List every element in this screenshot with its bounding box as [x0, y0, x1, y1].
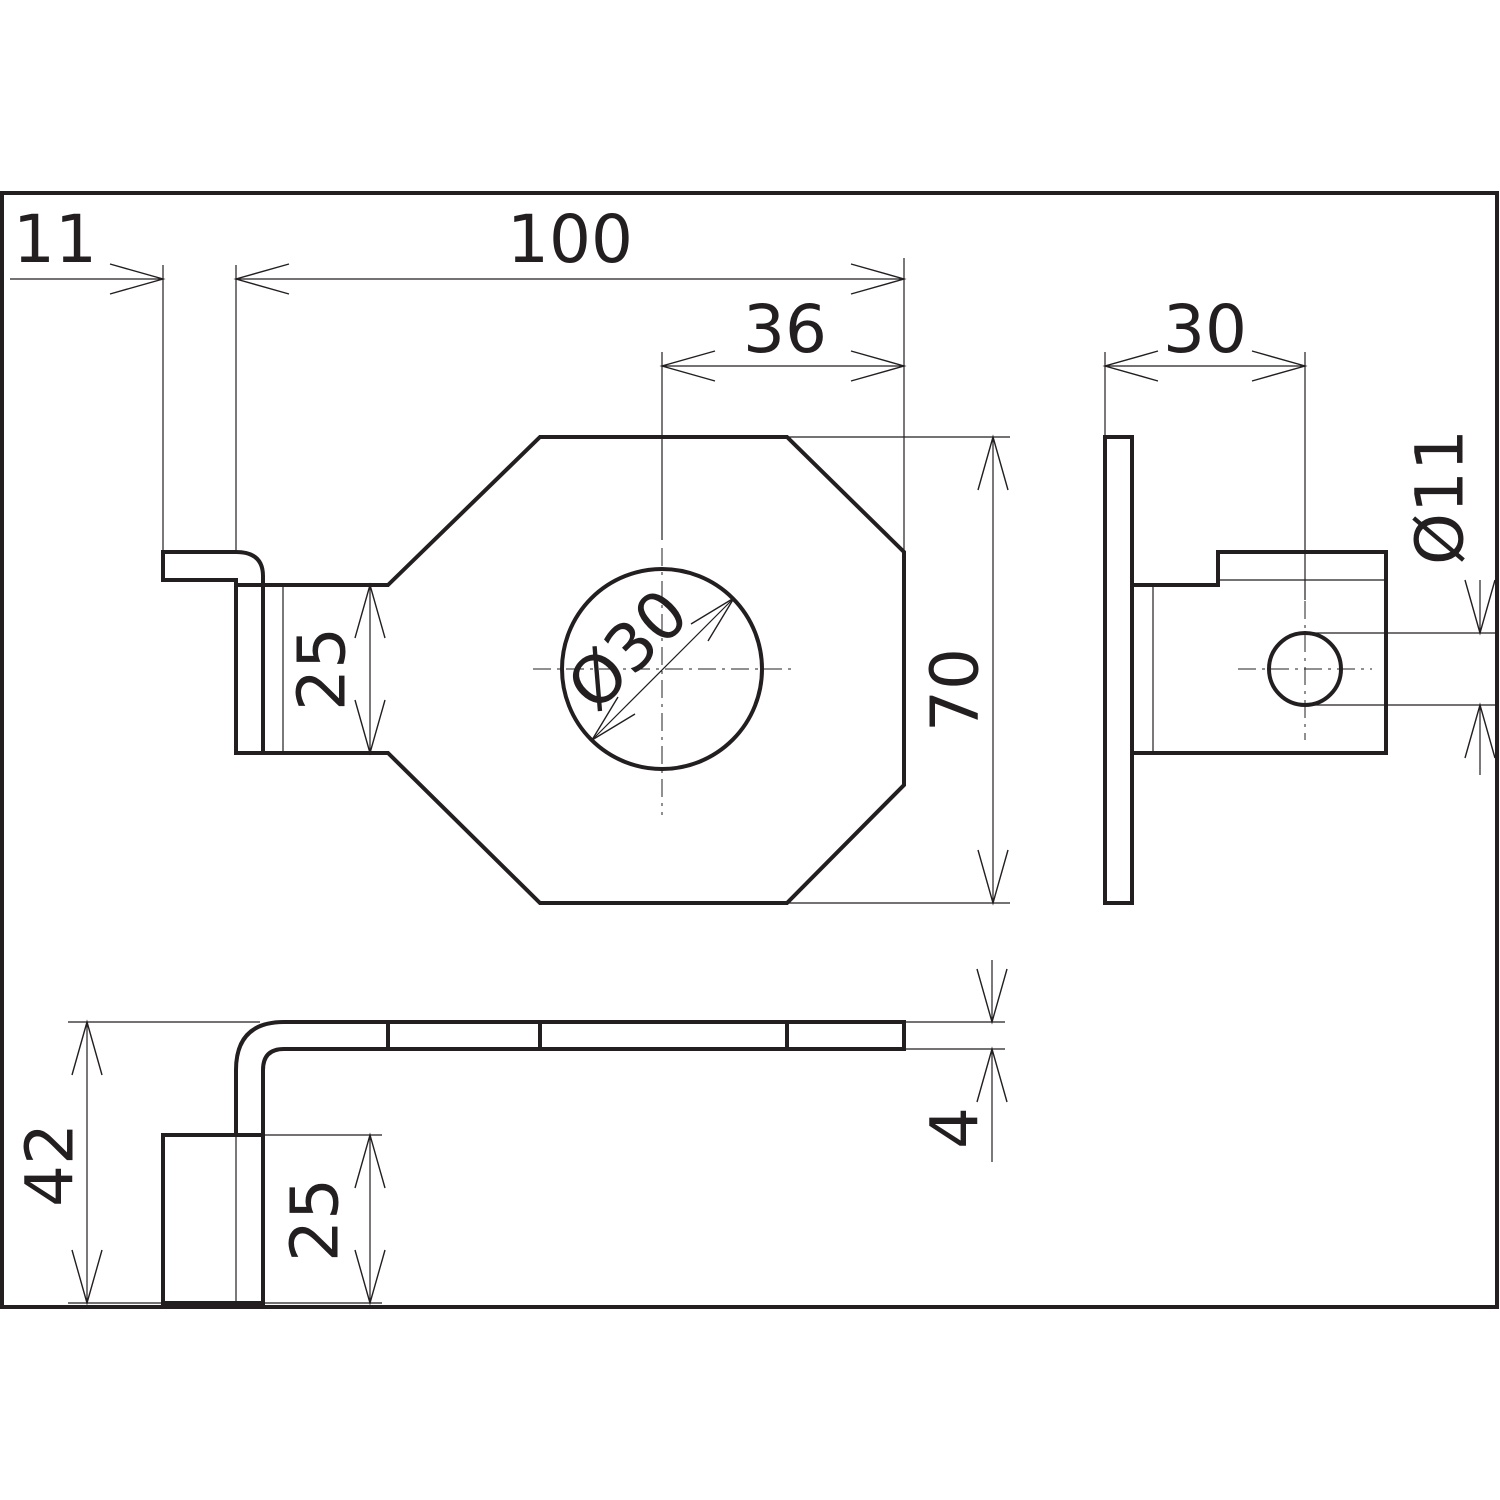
dim-42-arrow-top	[71, 1019, 103, 1076]
dim-36-arrow-left	[659, 350, 716, 382]
bottom-arm-outline	[161, 1133, 265, 1305]
dim-11-arrow-top	[1464, 579, 1496, 636]
dim-11-arrow-bottom	[1464, 702, 1496, 759]
dim-70-arrow-bottom	[977, 849, 1009, 906]
main-hole-diameter-arrow-1	[591, 696, 636, 741]
dim-label-4: 4	[917, 1107, 994, 1149]
dim-label-11: 11	[13, 201, 97, 278]
bottom-plate-outline	[234, 1020, 906, 1135]
dim-70-arrow-top	[977, 434, 1009, 491]
dim-100-arrow-right	[850, 263, 907, 295]
dim-label-25-bottom: 25	[277, 1178, 354, 1262]
dim-label-36: 36	[743, 291, 827, 368]
dim-42-arrow-bottom	[71, 1249, 103, 1306]
main-hole-diameter-line	[591, 597, 735, 741]
dim-label-70: 70	[917, 648, 994, 732]
dim-4-arrow-bottom	[976, 1046, 1008, 1103]
bent-tab-outline	[161, 550, 265, 585]
dim-label-42: 42	[12, 1123, 89, 1207]
dim-label-100: 100	[507, 201, 633, 278]
dim-25-front-arrow-bottom	[354, 699, 386, 756]
top-view: 42 25 4	[12, 960, 1008, 1306]
side-flange-outline	[1103, 435, 1388, 905]
dim-30-arrow-left	[1102, 350, 1159, 382]
dim-label-25-front: 25	[284, 627, 361, 711]
dim-4-arrow-top	[976, 968, 1008, 1025]
dim-100-arrow-left	[233, 263, 290, 295]
dim-11-arrow	[109, 263, 166, 295]
dim-label-30: 30	[1163, 291, 1247, 368]
drawing-frame	[0, 191, 1499, 1309]
main-hole	[560, 567, 764, 771]
dim-25-bottom-arrow-top	[354, 1132, 386, 1189]
side-view: 30 Ø11	[1102, 291, 1497, 905]
dim-36-arrow-right	[850, 350, 907, 382]
main-hole-diameter-label: Ø30	[553, 575, 704, 726]
dim-30-arrow-right	[1251, 350, 1308, 382]
dim-25-front-arrow-top	[354, 582, 386, 639]
dim-label-diameter-11: Ø11	[1402, 429, 1479, 565]
front-view: Ø30 11 100 36 25 70	[10, 201, 1010, 906]
main-hole-diameter-arrow-2	[690, 597, 735, 642]
dim-25-bottom-arrow-bottom	[354, 1249, 386, 1306]
